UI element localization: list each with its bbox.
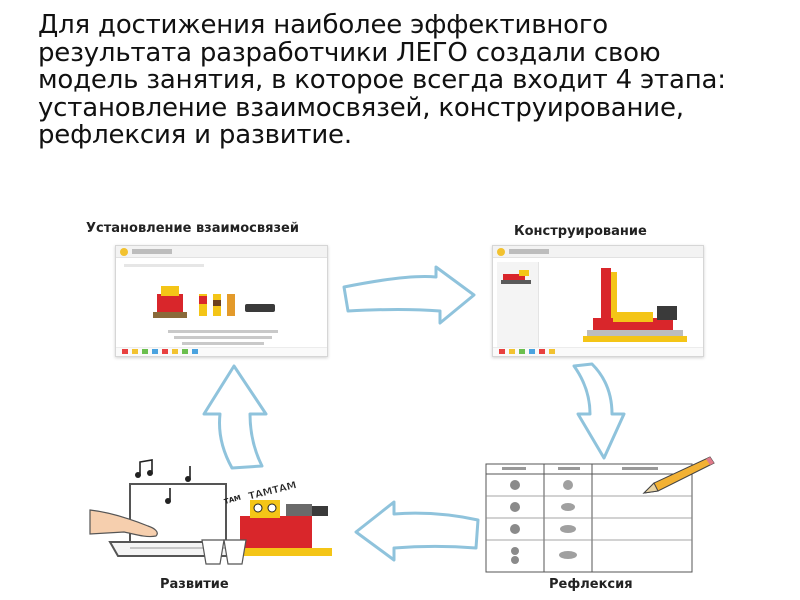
sound-word-large: ТАМТАМ — [247, 480, 297, 503]
slide-heading: Для достижения наиболее эффективного рез… — [38, 12, 726, 150]
cycle-arrow-right — [342, 265, 476, 325]
model-thumbnail — [501, 270, 531, 284]
stage-label-construct: Конструирование — [514, 224, 647, 239]
stage-label-connect: Установление взаимосвязей — [86, 221, 299, 236]
hand-icon — [89, 509, 158, 538]
cycle-arrow-down — [572, 362, 626, 460]
paper-cups — [201, 539, 247, 565]
cycle-arrow-up — [202, 364, 268, 470]
lego-figures-illustration — [153, 286, 275, 318]
music-note-icon — [135, 459, 191, 504]
screenshot-connect — [115, 245, 328, 357]
heading-clip: Для достижения наиболее эффективного рез… — [38, 12, 758, 190]
lego-drummer-model — [236, 500, 332, 556]
reflection-table-illustration — [485, 463, 693, 573]
lego-model-build — [583, 268, 687, 342]
pencil-icon — [642, 456, 715, 494]
stage-label-reflect: Рефлексия — [549, 577, 633, 592]
stage-label-develop: Развитие — [160, 577, 229, 592]
cycle-arrow-left — [354, 500, 480, 562]
development-illustration: ТАМТАМ ТАМ — [89, 459, 332, 565]
screenshot-construct — [492, 245, 704, 357]
